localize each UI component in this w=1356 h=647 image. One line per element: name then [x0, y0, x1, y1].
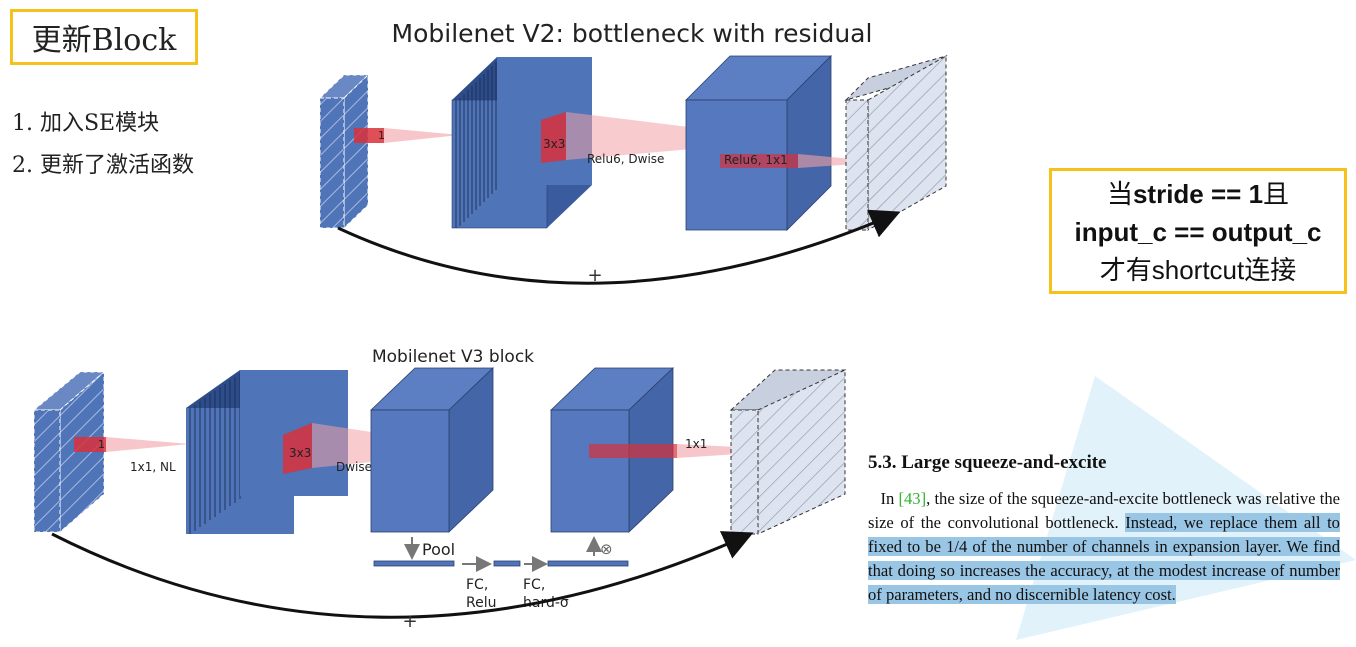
condition-line-2: input_c == output_c	[1052, 213, 1344, 251]
v2-label-3x3: 3x3	[543, 137, 565, 151]
v2-kernel-1	[354, 128, 384, 143]
v3-kernel-3x3	[283, 423, 312, 474]
condition-post: 且	[1263, 179, 1290, 209]
v2-label-dwise: Relu6, Dwise	[587, 152, 664, 166]
v3-kernel-1	[74, 437, 106, 452]
v3-excite-vector	[547, 560, 629, 567]
slide-title: 更新Block	[31, 23, 177, 58]
v2-input-tensor	[318, 73, 370, 230]
v3-label-3x3: 3x3	[289, 446, 311, 460]
v3-label-1x1-nl: 1x1, NL	[130, 460, 176, 474]
paper-heading: 5.3. Large squeeze-and-excite	[868, 452, 1107, 473]
paper-excerpt: 5.3. Large squeeze-and-excite In [43], t…	[868, 452, 1340, 607]
condition-stride: stride == 1	[1132, 179, 1264, 209]
condition-line-1: 当stride == 1且	[1052, 175, 1344, 213]
v3-fc-relu-1: FC,	[466, 577, 488, 593]
condition-channels: input_c == output_c	[1074, 217, 1322, 247]
list-item-activation: 2. 更新了激活函数	[12, 153, 194, 178]
v2-residual-arrow	[337, 209, 901, 285]
v3-label-1x1: 1x1	[685, 437, 707, 451]
v3-title: Mobilenet V3 block	[372, 347, 534, 367]
paper-normal-text: , the size of the squeeze-and-excite bot…	[868, 489, 1340, 532]
v2-label-1: 1	[378, 129, 385, 142]
v2-title: Mobilenet V2: bottleneck with residual	[392, 19, 873, 48]
v2-kernel-3x3	[541, 112, 566, 163]
v3-depthwise-tensor	[370, 367, 494, 533]
shortcut-condition-box: 当stride == 1且 input_c == output_c 才有shor…	[1049, 168, 1347, 294]
list-item-se: 1. 加入SE模块	[12, 111, 160, 136]
condition-pre: 当	[1106, 179, 1133, 209]
paper-body: In [43], the size of the squeeze-and-exc…	[868, 487, 1340, 607]
v3-plus: +	[402, 611, 417, 632]
v3-output-tensor	[729, 369, 847, 535]
condition-line-3: 才有shortcut连接	[1099, 255, 1297, 285]
v3-fc-vector	[493, 560, 521, 567]
paper-in: In	[880, 489, 899, 508]
paper-citation[interactable]: [43]	[898, 489, 927, 508]
v2-output-tensor	[844, 54, 948, 231]
v3-pool-label: Pool	[422, 540, 455, 559]
v3-fc-relu-2: Relu	[466, 595, 496, 611]
v2-kernel-1x1	[720, 154, 798, 168]
v3-se-tensor	[550, 367, 674, 533]
v3-pool-vector	[373, 560, 455, 567]
v3-fc-hard-1: FC,	[523, 577, 545, 593]
slide-title-box: 更新Block	[10, 9, 198, 65]
v2-plus: +	[587, 265, 602, 286]
v3-label-1: 1	[98, 438, 105, 451]
v3-residual-arrow	[51, 531, 754, 619]
v3-expansion-tensor	[186, 370, 348, 534]
v2-depthwise-tensor	[685, 55, 832, 231]
v2-label-1x1: Relu6, 1x1	[724, 153, 788, 167]
v3-kernel-1x1	[589, 444, 677, 458]
v3-mult-symbol: ⊗	[600, 540, 613, 558]
